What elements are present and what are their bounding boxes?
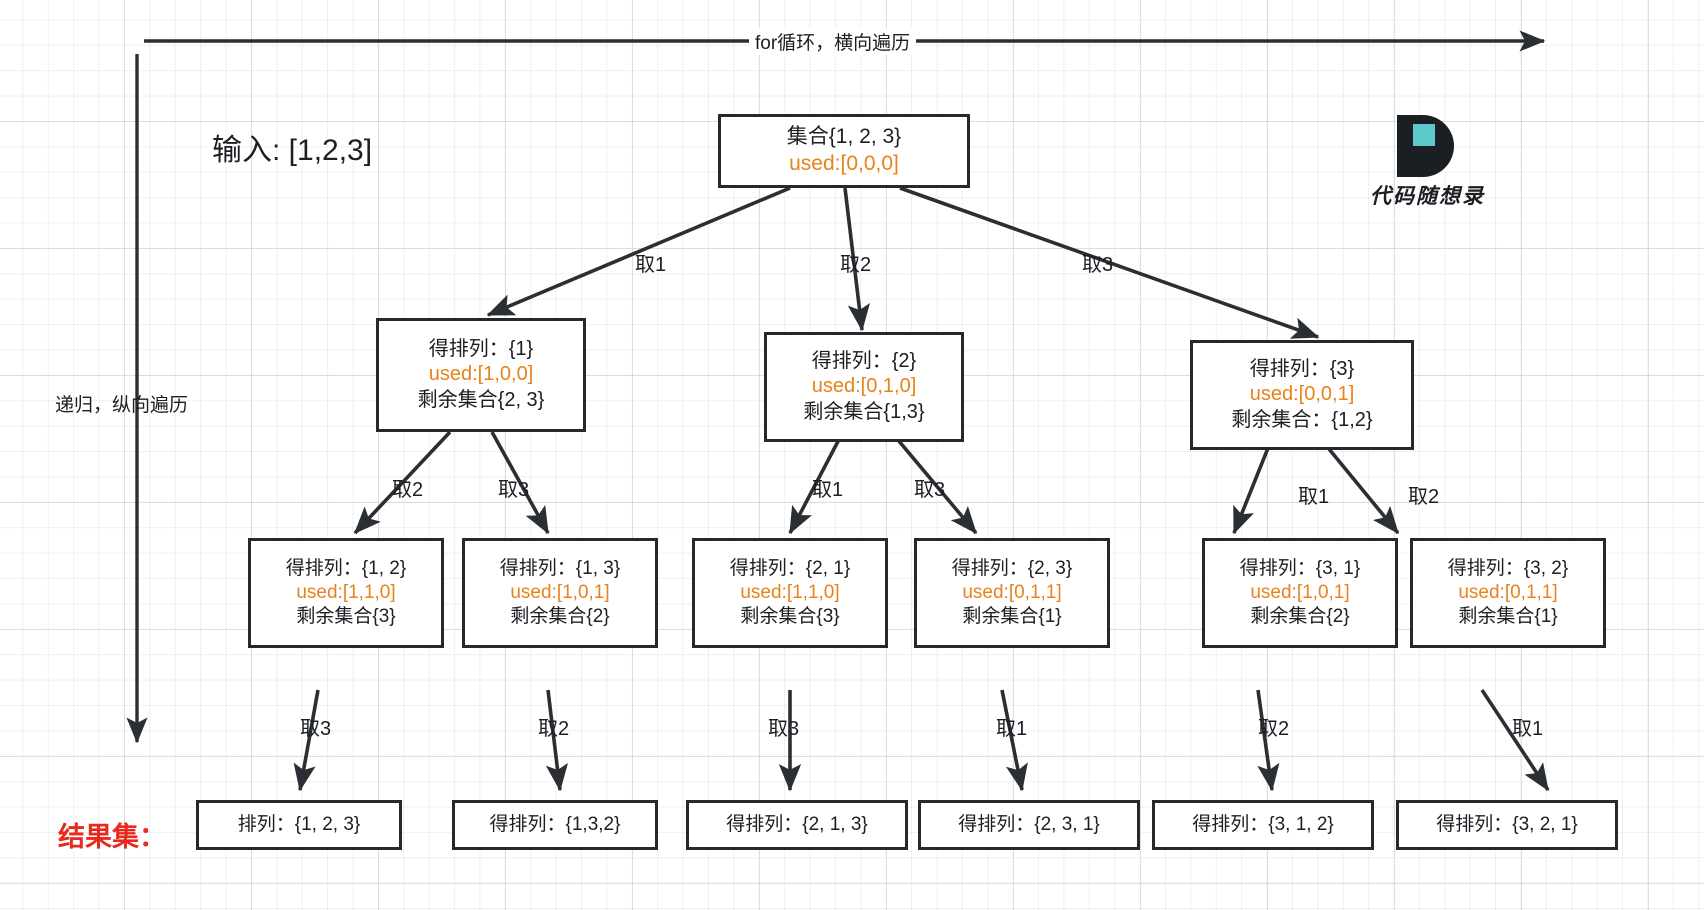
edge-label-root-1: 取1 (635, 254, 667, 276)
logo-d-icon (1391, 115, 1465, 177)
logo-accent-square (1412, 124, 1435, 146)
node-result-3-text: 得排列：{2, 1, 3} (726, 813, 868, 835)
edge-label-l1-1-b: 取3 (498, 479, 530, 501)
node-result-5[interactable]: 得排列：{3, 1, 2} (1152, 800, 1374, 850)
brand-logo: 代码随想录 (1370, 115, 1485, 210)
edge-label-l1-1-a: 取2 (392, 479, 424, 501)
edge-label-root-3: 取3 (1082, 254, 1114, 276)
node-l2-4-used: used:[0,1,1] (962, 581, 1062, 603)
edge-label-res-2: 取2 (538, 718, 570, 740)
node-l2-5[interactable]: 得排列：{3, 1} used:[1,0,1] 剩余集合{2} (1202, 538, 1398, 648)
edge-l1-3-to-l2-6 (1318, 436, 1400, 535)
edge-label-res-1: 取3 (300, 718, 332, 740)
horizontal-axis-label: for循环，横向遍历 (749, 28, 917, 55)
node-l1-2[interactable]: 得排列：{2} used:[0,1,0] 剩余集合{1,3} (764, 332, 964, 442)
node-l1-3-used: used:[0,0,1] (1249, 383, 1355, 406)
node-l2-2-line1: 得排列：{1, 3} (499, 557, 621, 579)
node-l2-4-line1: 得排列：{2, 3} (951, 557, 1073, 579)
node-l2-3-line3: 剩余集合{3} (740, 606, 840, 628)
node-l2-4[interactable]: 得排列：{2, 3} used:[0,1,1] 剩余集合{1} (914, 538, 1110, 648)
node-l2-6-line1: 得排列：{3, 2} (1447, 557, 1569, 579)
node-l2-5-line1: 得排列：{3, 1} (1239, 557, 1361, 579)
node-l1-2-line3: 剩余集合{1,3} (803, 400, 925, 423)
vertical-axis-label: 递归，纵向遍历 (55, 395, 189, 416)
input-title: 输入: [1,2,3] (212, 134, 373, 167)
node-l2-2[interactable]: 得排列：{1, 3} used:[1,0,1] 剩余集合{2} (462, 538, 658, 648)
node-l1-1-used: used:[1,0,0] (428, 363, 534, 386)
edge-label-res-3: 取3 (768, 718, 800, 740)
node-result-5-text: 得排列：{3, 1, 2} (1192, 813, 1334, 835)
edge-label-l1-2-a: 取1 (812, 479, 844, 501)
edge-label-root-2: 取2 (840, 254, 872, 276)
node-l1-2-line1: 得排列：{2} (811, 349, 917, 372)
node-result-3[interactable]: 得排列：{2, 1, 3} (686, 800, 908, 850)
node-result-4[interactable]: 得排列：{2, 3, 1} (918, 800, 1140, 850)
edge-label-l1-2-b: 取3 (914, 479, 946, 501)
node-l2-2-line3: 剩余集合{2} (510, 606, 610, 628)
node-l1-1-line3: 剩余集合{2, 3} (417, 388, 545, 411)
node-l2-5-line3: 剩余集合{2} (1250, 606, 1350, 628)
node-l2-6[interactable]: 得排列：{3, 2} used:[0,1,1] 剩余集合{1} (1410, 538, 1606, 648)
node-result-2-text: 得排列：{1,3,2} (489, 813, 621, 835)
result-set-label: 结果集： (58, 822, 166, 852)
edge-label-l1-3-b: 取2 (1408, 486, 1440, 508)
node-l2-2-used: used:[1,0,1] (510, 581, 610, 603)
node-l2-1-line3: 剩余集合{3} (296, 606, 396, 628)
node-l2-5-used: used:[1,0,1] (1250, 581, 1350, 603)
node-root-used: used:[0,0,0] (789, 152, 899, 175)
node-l2-6-used: used:[0,1,1] (1458, 581, 1558, 603)
node-l2-1[interactable]: 得排列：{1, 2} used:[1,1,0] 剩余集合{3} (248, 538, 444, 648)
node-result-2[interactable]: 得排列：{1,3,2} (452, 800, 658, 850)
edge-label-l1-3-a: 取1 (1298, 486, 1330, 508)
edge-label-res-4: 取1 (996, 718, 1028, 740)
edge-l1-3-to-l2-5 (1232, 437, 1274, 535)
node-l1-2-used: used:[0,1,0] (811, 375, 917, 398)
node-root[interactable]: 集合{1, 2, 3} used:[0,0,0] (718, 114, 970, 188)
edge-label-res-5: 取2 (1258, 718, 1290, 740)
node-result-1[interactable]: 排列：{1, 2, 3} (196, 800, 402, 850)
node-l2-6-line3: 剩余集合{1} (1458, 606, 1558, 628)
node-root-line1: 集合{1, 2, 3} (786, 125, 902, 149)
node-l1-1-line1: 得排列：{1} (428, 337, 534, 360)
node-l2-4-line3: 剩余集合{1} (962, 606, 1062, 628)
node-l2-1-used: used:[1,1,0] (296, 581, 396, 603)
node-l2-3-used: used:[1,1,0] (740, 581, 840, 603)
node-l1-1[interactable]: 得排列：{1} used:[1,0,0] 剩余集合{2, 3} (376, 318, 586, 432)
node-result-6-text: 得排列：{3, 2, 1} (1436, 813, 1578, 835)
logo-caption: 代码随想录 (1370, 184, 1485, 208)
node-l2-3[interactable]: 得排列：{2, 1} used:[1,1,0] 剩余集合{3} (692, 538, 888, 648)
logo-bar-shape (1396, 115, 1410, 177)
node-l1-3-line1: 得排列：{3} (1249, 357, 1355, 380)
node-result-1-text: 排列：{1, 2, 3} (237, 813, 361, 835)
node-l1-3-line3: 剩余集合：{1,2} (1231, 408, 1373, 431)
node-l2-1-line1: 得排列：{1, 2} (285, 557, 407, 579)
node-result-6[interactable]: 得排列：{3, 2, 1} (1396, 800, 1618, 850)
node-result-4-text: 得排列：{2, 3, 1} (958, 813, 1100, 835)
node-l1-3[interactable]: 得排列：{3} used:[0,0,1] 剩余集合：{1,2} (1190, 340, 1414, 450)
node-l2-3-line1: 得排列：{2, 1} (729, 557, 851, 579)
edge-label-res-6: 取1 (1512, 718, 1544, 740)
